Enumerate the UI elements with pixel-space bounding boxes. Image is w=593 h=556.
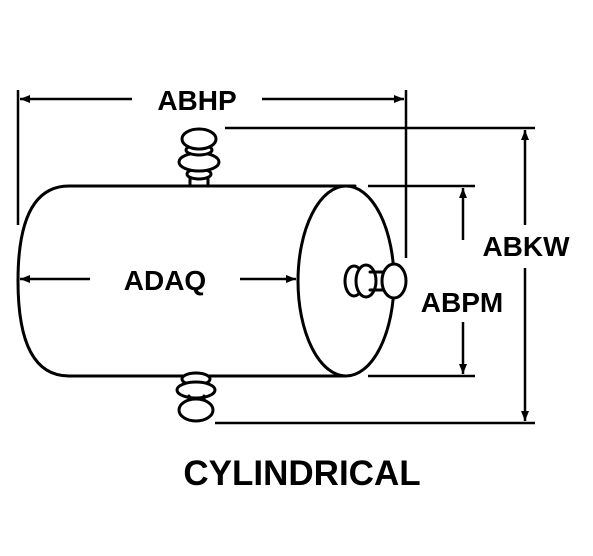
dimension-label-abhp: ABHP bbox=[157, 85, 236, 116]
dimension-label-adaq: ADAQ bbox=[124, 265, 206, 296]
caption: CYLINDRICAL bbox=[183, 454, 420, 493]
dimension-label-abpm: ABPM bbox=[421, 287, 503, 318]
bottom-terminal bbox=[175, 371, 217, 423]
top-terminal bbox=[177, 127, 221, 188]
dimension-label-abkw: ABKW bbox=[482, 231, 570, 262]
side-terminal bbox=[343, 262, 408, 300]
